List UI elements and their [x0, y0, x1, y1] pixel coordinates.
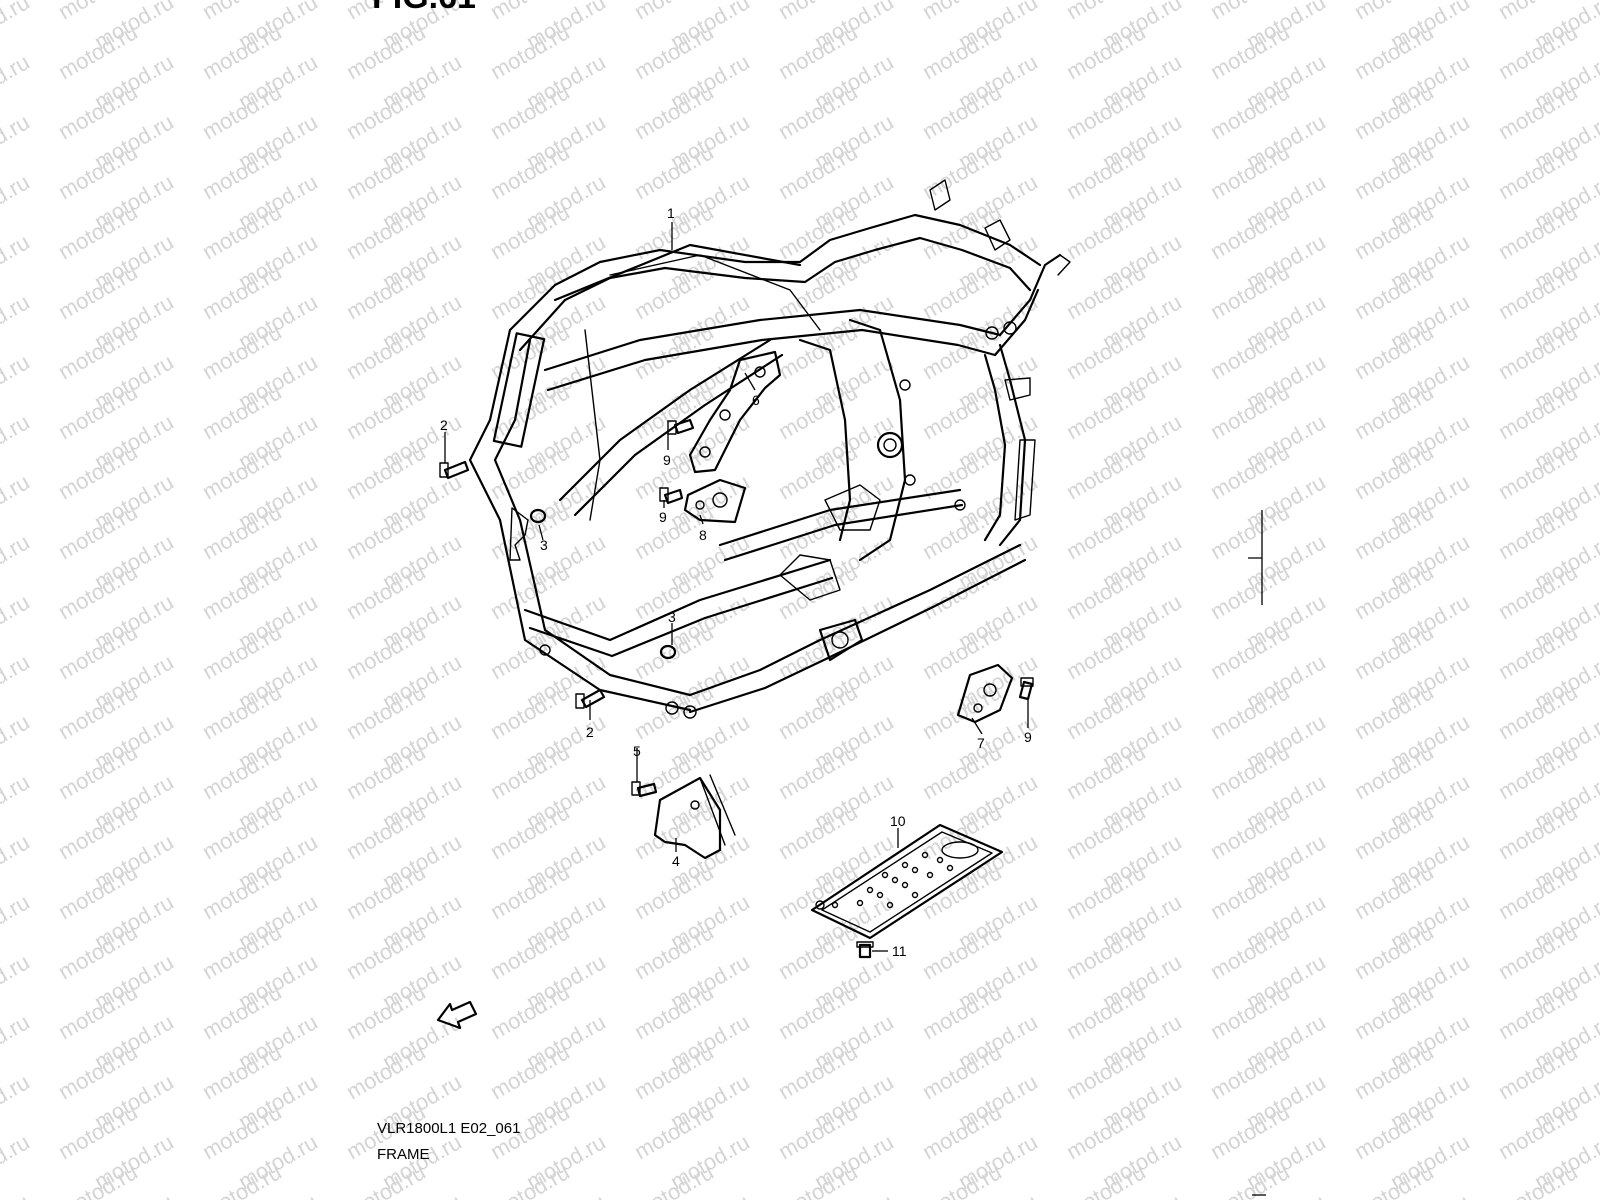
watermark-text: motod.ru: [0, 1009, 34, 1074]
front-bracket: [509, 507, 529, 561]
figure-title: FIG.61: [372, 0, 476, 16]
watermark-text: motod.ru: [0, 169, 34, 234]
watermark-text: motod.ru: [0, 229, 34, 294]
watermark-text: motod.ru: [0, 469, 34, 534]
watermark-text: motod.ru: [0, 0, 34, 54]
callout-2: 2: [440, 417, 448, 433]
callout-10: 10: [890, 813, 906, 829]
watermark-text: motod.ru: [0, 769, 34, 834]
watermark-text: motod.ru: [0, 289, 34, 354]
watermark-text: motod.ru: [774, 1159, 862, 1200]
watermark-text: motod.ru: [0, 589, 34, 654]
watermark-text: motod.ru: [0, 1129, 34, 1194]
watermark-text: motod.ru: [1494, 1159, 1582, 1200]
watermark-text: motod.ru: [0, 529, 34, 594]
bolt-2-lower: [575, 688, 606, 709]
watermark-text: motod.ru: [342, 1159, 430, 1200]
watermark-text: motod.ru: [0, 949, 34, 1014]
frame-drawing: [468, 179, 1071, 719]
callout-3: 3: [540, 537, 548, 553]
callout-1: 1: [667, 205, 675, 221]
watermark-text: motod.ru: [0, 889, 34, 954]
callout-5: 5: [633, 743, 641, 759]
bolt-2-upper: [439, 460, 470, 480]
callout-8: 8: [699, 527, 707, 543]
callout-11: 11: [892, 943, 907, 959]
watermark-text: motod.ru: [0, 49, 34, 114]
watermark-text: motod.ru: [198, 1159, 286, 1200]
guard-4: [653, 774, 736, 860]
watermark-text: motod.ru: [630, 1159, 718, 1200]
callout-9: 9: [663, 452, 671, 468]
watermark-text: motod.ru: [0, 109, 34, 174]
figure-caption: FRAME: [377, 1146, 430, 1163]
watermark-text: motod.ru: [1206, 1159, 1294, 1200]
callout-leaders: [444, 222, 1029, 952]
callout-2: 2: [586, 724, 594, 740]
watermark-text: motod.ru: [0, 349, 34, 414]
edge-mark: [1248, 510, 1263, 605]
watermark-text: motod.ru: [0, 649, 34, 714]
bracket-6: [688, 350, 782, 474]
nut-3-lower: [659, 644, 677, 660]
callout-4: 4: [672, 853, 680, 869]
watermark-text: motod.ru: [1062, 1159, 1150, 1200]
callout-9: 9: [1024, 729, 1032, 745]
callout-3: 3: [668, 609, 676, 625]
callout-7: 7: [977, 735, 985, 751]
watermark-text: motod.ru: [0, 1189, 34, 1200]
watermark-text: motod.ru: [0, 709, 34, 774]
watermark-text: motod.ru: [0, 409, 34, 474]
plate-8: [683, 478, 747, 524]
bolt-9-right: [1018, 677, 1034, 701]
watermark-text: motod.ru: [0, 1069, 34, 1134]
watermark-text: motod.ru: [0, 829, 34, 894]
watermark-text: motod.ru: [918, 1159, 1006, 1200]
bolt-9-upper: [667, 418, 695, 435]
nut-3-upper: [529, 508, 547, 524]
model-code: VLR1800L1 E02_061: [377, 1120, 521, 1137]
bolt-5: [631, 781, 658, 798]
skid-plate-10: [810, 823, 1004, 940]
watermark-text: motod.ru: [1350, 1159, 1438, 1200]
callout-9: 9: [659, 509, 667, 525]
callout-labels: 1 2 3 6 9 9 8 3 2 7 9 5 4 10 11: [440, 205, 1032, 959]
watermark-text: motod.ru: [486, 1159, 574, 1200]
callout-6: 6: [752, 392, 760, 408]
watermark-text: motod.ru: [54, 1159, 142, 1200]
bolt-11: [856, 941, 874, 959]
